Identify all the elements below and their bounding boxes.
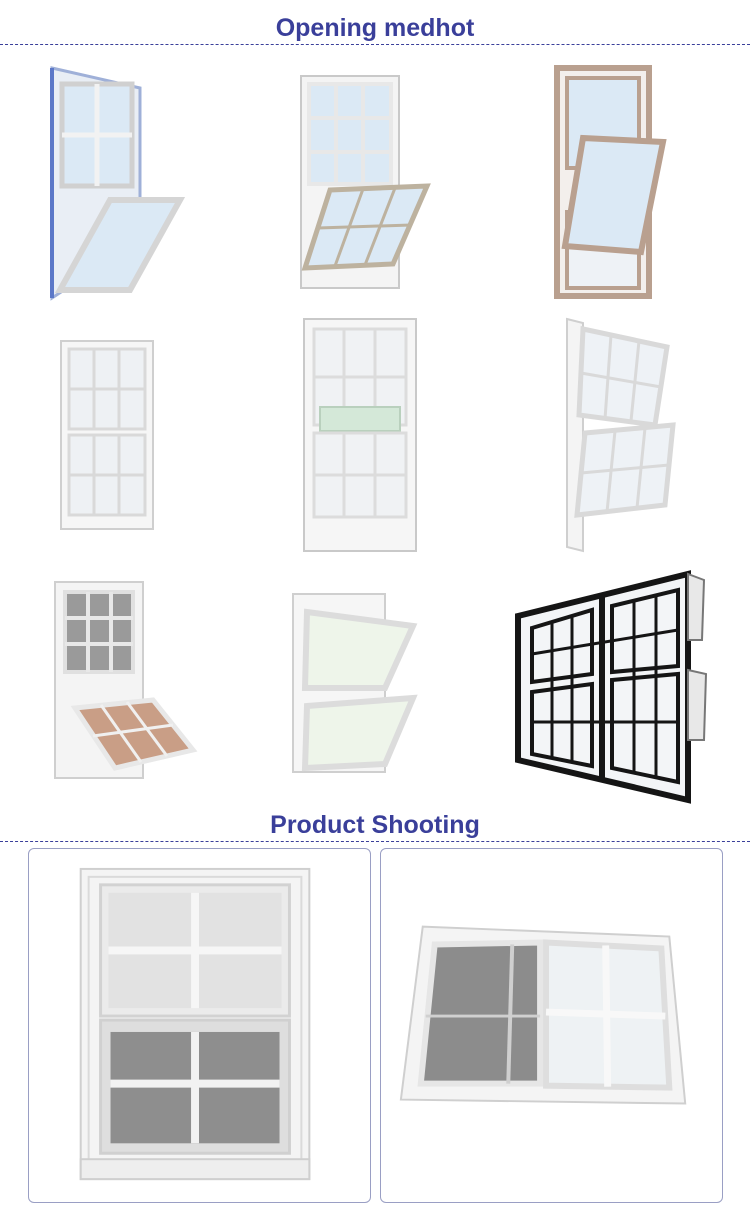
opening-method-header: Opening medhot (0, 14, 750, 46)
section-title-opening: Opening medhot (267, 14, 483, 43)
single-hung-window-photo (79, 867, 311, 1181)
dashed-divider (0, 841, 750, 842)
window-image-6 (555, 315, 685, 555)
sliding-window-photo (399, 925, 687, 1105)
window-image-1 (30, 60, 210, 305)
window-image-7 (45, 578, 200, 783)
photo-card-sliding (380, 848, 723, 1203)
section-title-shooting: Product Shooting (262, 811, 488, 840)
window-image-3 (545, 62, 695, 302)
product-shooting-header: Product Shooting (0, 810, 750, 844)
window-image-4 (45, 335, 175, 535)
dashed-divider (0, 44, 750, 45)
photo-card-single-hung (28, 848, 371, 1203)
window-image-2 (285, 68, 445, 293)
window-image-9 (512, 570, 712, 805)
window-image-5 (290, 315, 430, 555)
window-image-8 (285, 588, 425, 778)
